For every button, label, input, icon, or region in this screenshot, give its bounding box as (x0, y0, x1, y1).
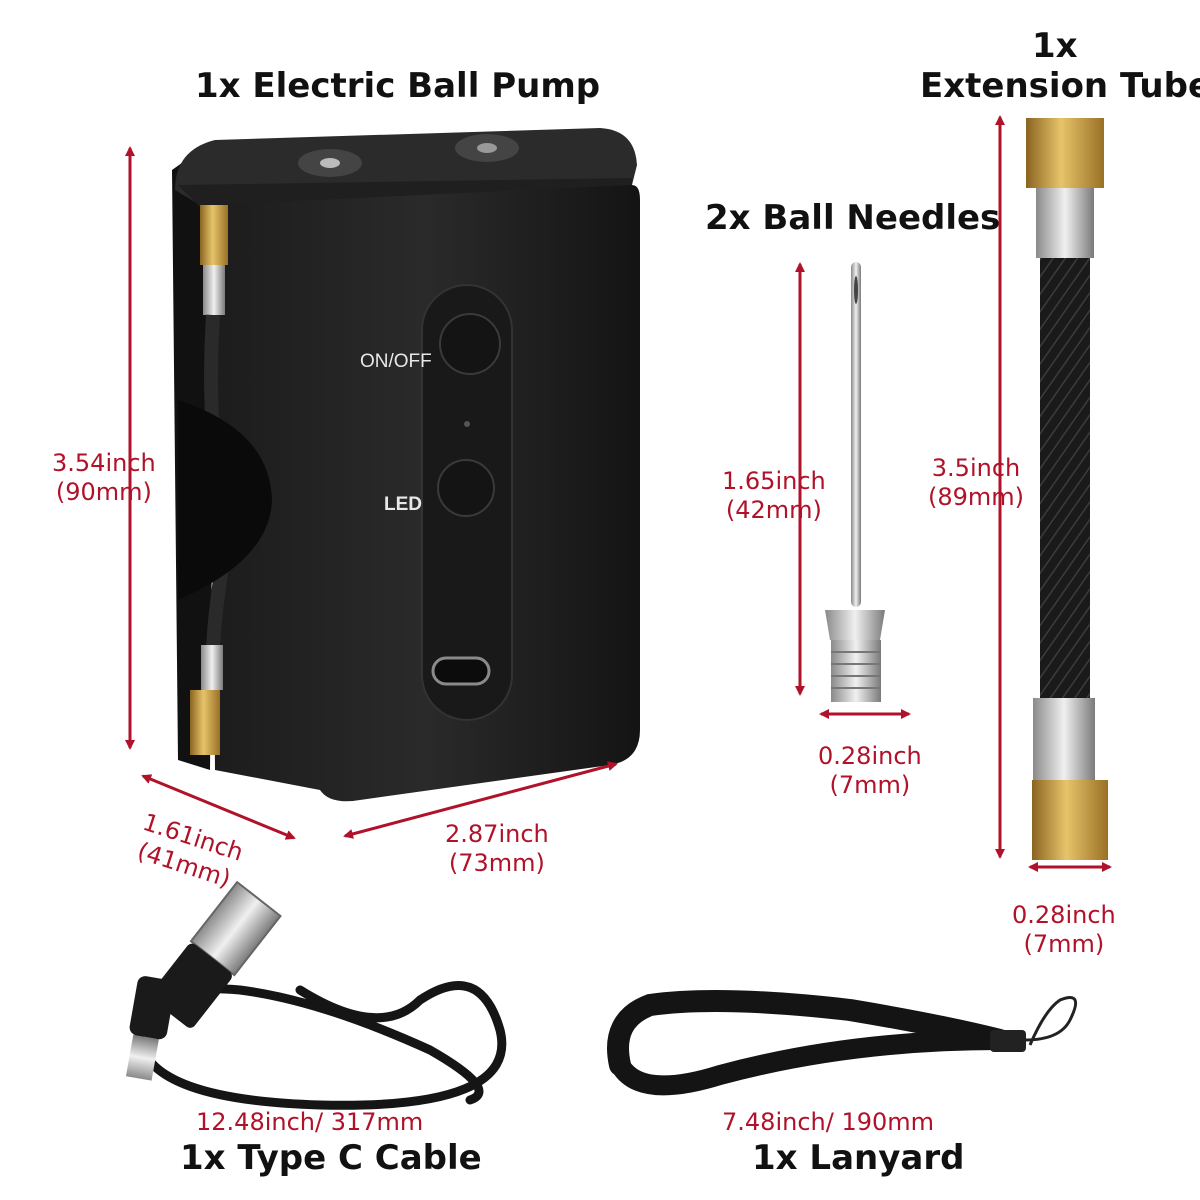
needle-length-inch: 1.65inch (722, 467, 826, 495)
pump-width-label: 2.87inch (73mm) (445, 820, 549, 878)
pump-width-mm: (73mm) (448, 848, 545, 877)
cable-title: 1x Type C Cable (180, 1138, 482, 1178)
lanyard-title: 1x Lanyard (752, 1138, 965, 1178)
led-label: LED (384, 494, 422, 515)
pump-width-inch: 2.87inch (445, 820, 549, 848)
ball-needle (825, 262, 885, 702)
type-c-cable (125, 880, 507, 1110)
lanyard (607, 990, 1078, 1096)
tube-length-inch: 3.5inch (931, 454, 1021, 482)
pump-height-label: 3.54inch (90mm) (52, 449, 156, 507)
cable-length-label: 12.48inch/ 317mm (196, 1108, 424, 1136)
on-off-label: ON/OFF (360, 351, 432, 372)
needle-diameter-mm: (7mm) (829, 770, 911, 799)
dimension-arrows (125, 115, 1112, 872)
needle-length-label: 1.65inch (42mm) (722, 467, 826, 525)
tube-length-mm: (89mm) (928, 482, 1025, 511)
needle-diameter-inch: 0.28inch (818, 742, 922, 770)
pump-height-inch: 3.54inch (52, 449, 156, 477)
tube-diameter-inch: 0.28inch (1012, 901, 1116, 929)
needles-title: 2x Ball Needles (705, 198, 1001, 238)
tube-diameter-label: 0.28inch (7mm) (1012, 901, 1116, 959)
pump-device (172, 128, 640, 802)
tube-length-label: 3.5inch (89mm) (928, 454, 1024, 512)
tube-diameter-mm: (7mm) (1023, 929, 1105, 958)
lanyard-length-label: 7.48inch/ 190mm (722, 1108, 935, 1136)
extension-tube (1026, 118, 1108, 860)
pump-height-mm: (90mm) (55, 477, 152, 506)
needle-length-mm: (42mm) (725, 495, 822, 524)
tube-title: Extension Tube (920, 66, 1200, 106)
needle-diameter-label: 0.28inch (7mm) (818, 742, 922, 800)
pump-title: 1x Electric Ball Pump (195, 66, 601, 106)
tube-qty-title: 1x (1032, 26, 1078, 66)
